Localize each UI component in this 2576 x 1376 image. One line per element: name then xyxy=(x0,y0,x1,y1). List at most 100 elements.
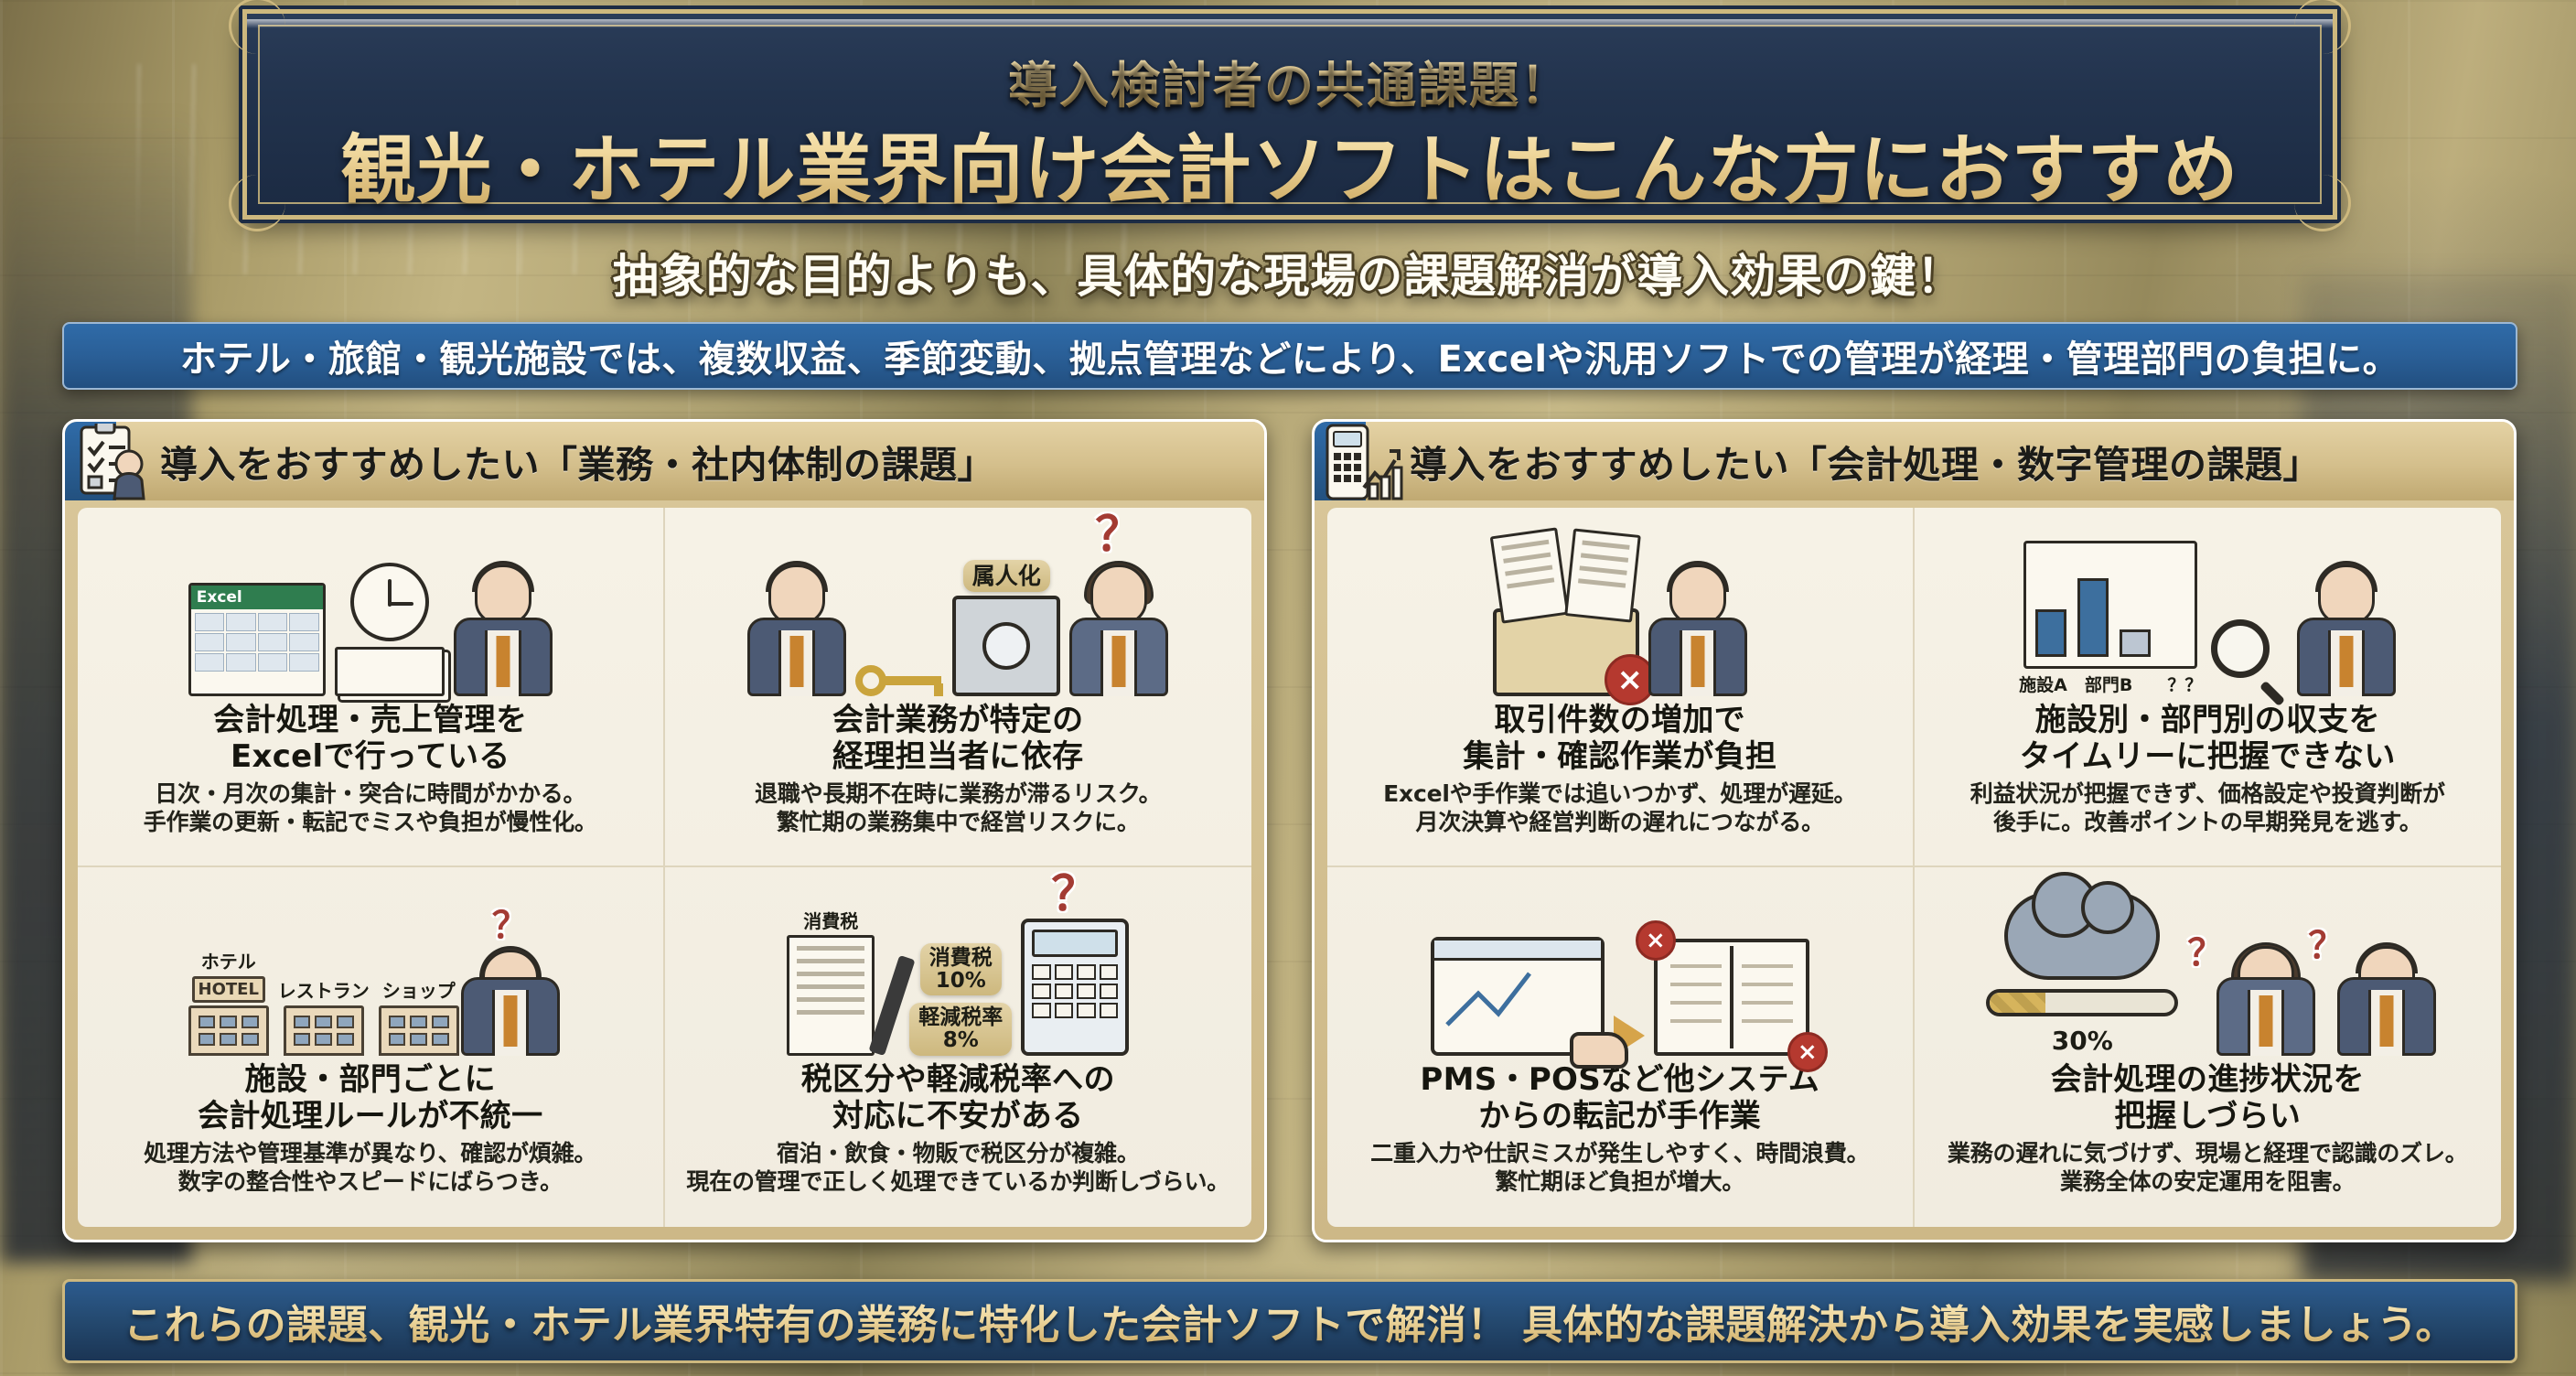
card-art-dependency: 属人化 ？ xyxy=(680,511,1238,696)
clipboard-person-icon xyxy=(65,422,160,500)
footer-cta-text: これらの課題、観光・ホテル業界特有の業務に特化した会計ソフトで解消！ 具体的な課… xyxy=(123,1292,2456,1350)
hand-icon xyxy=(1569,1032,1628,1069)
clock-icon xyxy=(349,563,429,641)
shop-label: ショップ xyxy=(381,980,456,1002)
progress-bar xyxy=(1986,989,2179,1016)
excel-label: Excel xyxy=(190,586,323,609)
key-icon xyxy=(855,665,944,696)
restaurant-building-icon xyxy=(283,1005,364,1056)
lead-statement-text: ホテル・旅館・観光施設では、複数収益、季節変動、拠点管理などにより、Excelや… xyxy=(179,339,2400,381)
ledger-book-icon xyxy=(1653,939,1809,1056)
card-title: 会計処理の進捗状況を把握しづらい xyxy=(2050,1061,2365,1135)
card-title: 税区分や軽減税率への対応に不安がある xyxy=(800,1061,1115,1135)
question-mark-icon: ？ xyxy=(1051,867,1100,922)
card-art-excel: Excel xyxy=(92,517,649,696)
question-mark-icon: ？ xyxy=(1095,508,1143,563)
calculator-icon xyxy=(1021,919,1130,1056)
lead-statement-bar: ホテル・旅館・観光施設では、複数収益、季節変動、拠点管理などにより、Excelや… xyxy=(62,322,2517,390)
bar-chart-icon xyxy=(2023,541,2198,669)
shop-building-icon xyxy=(378,1005,459,1056)
panel-right-header: 導入をおすすめしたい「会計処理・数字管理の課題」 xyxy=(1315,422,2514,500)
panel-left-header: 導入をおすすめしたい「業務・社内体制の課題」 xyxy=(65,422,1264,500)
question-mark-icon: ？ xyxy=(2187,932,2225,974)
accountant-person-icon xyxy=(747,559,847,696)
panel-right-body: × 取引件数の増加で集計・確認作業が負担 Excelや手作業では追いつかず、処理… xyxy=(1327,508,2501,1227)
card-person-dependency: 属人化 ？ 会計業務が特定の経理担当者に依存 退職や長期不在時に業務が滞るリスク… xyxy=(664,508,1251,867)
card-facility-rules: ホテル HOTEL レストラン ショップ xyxy=(78,867,665,1227)
error-badge-icon: × xyxy=(1787,1032,1828,1072)
chart-axis-label: 施設A 部門B ？？ xyxy=(2019,675,2203,695)
screen-icon xyxy=(1430,937,1605,1056)
safe-icon xyxy=(952,596,1061,696)
card-progress-visibility: 30% ？ ？ 会計処理の進 xyxy=(1915,867,2502,1227)
plaque-corner-top-right xyxy=(2294,0,2351,54)
pen-icon xyxy=(868,954,916,1057)
card-desc: 二重入力や仕訳ミスが発生しやすく、時間浪費。繁忙期ほど負担が増大。 xyxy=(1370,1140,1870,1195)
plaque-corner-top-left xyxy=(229,0,285,54)
card-desc: 宿泊・飲食・物販で税区分が複雑。現在の管理で正しく処理できているか判断しづらい。 xyxy=(686,1140,1230,1195)
header-tagline: 抽象的な目的よりも、具体的な現場の課題解消が導入効果の鍵！ xyxy=(612,250,1964,303)
card-title: 会計業務が特定の経理担当者に依存 xyxy=(832,702,1084,776)
plaque-corner-bottom-right xyxy=(2294,175,2351,231)
card-desc: 利益状況が把握できず、価格設定や投資判断が後手に。改善ポイントの早期発見を逃す。 xyxy=(1970,780,2445,835)
card-title: 施設・部門ごとに会計処理ルールが不統一 xyxy=(198,1061,543,1135)
error-badge-icon: × xyxy=(1604,654,1656,705)
hotel-sign: HOTEL xyxy=(191,976,265,1003)
card-art-pms-pos: × × xyxy=(1342,876,1898,1072)
card-art-facilities: ホテル HOTEL レストラン ショップ xyxy=(92,876,649,1056)
tax-form-label: 消費税 xyxy=(803,910,859,932)
card-segment-profit: 施設A 部門B ？？ 施設別・部門別の収支をタイムリーに把握できない 利益状況が… xyxy=(1914,508,2501,867)
zokujinka-badge: 属人化 xyxy=(962,560,1050,592)
footer-cta-bar: これらの課題、観光・ホテル業界特有の業務に特化した会計ソフトで解消！ 具体的な課… xyxy=(62,1279,2517,1363)
card-art-segment: 施設A 部門B ？？ xyxy=(1929,517,2487,707)
card-desc: 業務の遅れに気づけず、現場と経理で認識のズレ。業務全体の安定運用を阻害。 xyxy=(1947,1140,2468,1195)
question-mark-icon: ？ xyxy=(491,905,529,947)
stressed-person-icon xyxy=(1648,559,1747,696)
card-desc: 処理方法や管理基準が異なり、確認が煩雑。数字の整合性やスピードにばらつき。 xyxy=(144,1140,597,1195)
card-desc: Excelや手作業では追いつかず、処理が遅延。月次決算や経営判断の遅れにつながる… xyxy=(1383,780,1857,835)
card-title: PMS・POSなど他システムからの転記が手作業 xyxy=(1420,1061,1820,1135)
cloud-icon xyxy=(2004,872,2161,980)
magnifier-icon xyxy=(2211,619,2288,707)
card-desc: 日次・月次の集計・突合に時間がかかる。手作業の更新・転記でミスや負担が慢性化。 xyxy=(143,780,597,835)
woman-person-icon xyxy=(1069,559,1169,696)
hotel-label: ホテル xyxy=(200,951,256,973)
header-plaque: 導入検討者の共通課題！ 観光・ホテル業界向け会計ソフトはこんな方におすすめ xyxy=(229,0,2351,231)
card-transaction-volume: × 取引件数の増加で集計・確認作業が負担 Excelや手作業では追いつかず、処理… xyxy=(1327,508,1915,867)
header-subtitle-gold: 導入検討者の共通課題！ xyxy=(247,45,2333,117)
plaque-corner-bottom-left xyxy=(229,175,285,231)
hotel-building-icon xyxy=(188,1005,269,1056)
card-pms-pos-transfer: × × PMS・POSなど他システムからの転記が手作業 二重入力や仕訳ミスが発生… xyxy=(1327,867,1915,1227)
manager-person-icon xyxy=(460,944,560,1056)
card-desc: 退職や長期不在時に業務が滞るリスク。繁忙期の業務集中で経営リスクに。 xyxy=(755,780,1162,835)
panel-business-issues: 導入をおすすめしたい「業務・社内体制の課題」 Excel xyxy=(62,419,1267,1242)
stressed-person-icon xyxy=(453,559,553,696)
staff-person-icon xyxy=(2216,941,2316,1056)
analyst-person-icon xyxy=(2297,559,2397,696)
page-title: 観光・ホテル業界向け会計ソフトはこんな方におすすめ xyxy=(247,109,2333,218)
progress-percent-label: 30% xyxy=(2051,1026,2113,1056)
calculator-chart-icon xyxy=(1315,422,1410,500)
error-badge-icon: × xyxy=(1635,920,1676,961)
card-title: 施設別・部門別の収支をタイムリーに把握できない xyxy=(2019,702,2396,776)
document-icon xyxy=(1563,528,1641,623)
panel-left-title: 導入をおすすめしたい「業務・社内体制の課題」 xyxy=(160,443,995,487)
paper-stack-icon xyxy=(334,647,445,696)
excel-grid xyxy=(191,609,323,675)
panel-accounting-issues: 導入をおすすめしたい「会計処理・数字管理の課題」 × xyxy=(1312,419,2517,1242)
card-art-transactions: × xyxy=(1342,517,1898,705)
excel-spreadsheet-icon: Excel xyxy=(188,583,326,696)
panel-right-title: 導入をおすすめしたい「会計処理・数字管理の課題」 xyxy=(1410,443,2321,487)
card-title: 取引件数の増加で集計・確認作業が負担 xyxy=(1463,702,1777,776)
accountant-person-icon xyxy=(2337,941,2437,1056)
document-icon xyxy=(1489,527,1570,624)
restaurant-label: レストラン xyxy=(277,980,370,1002)
